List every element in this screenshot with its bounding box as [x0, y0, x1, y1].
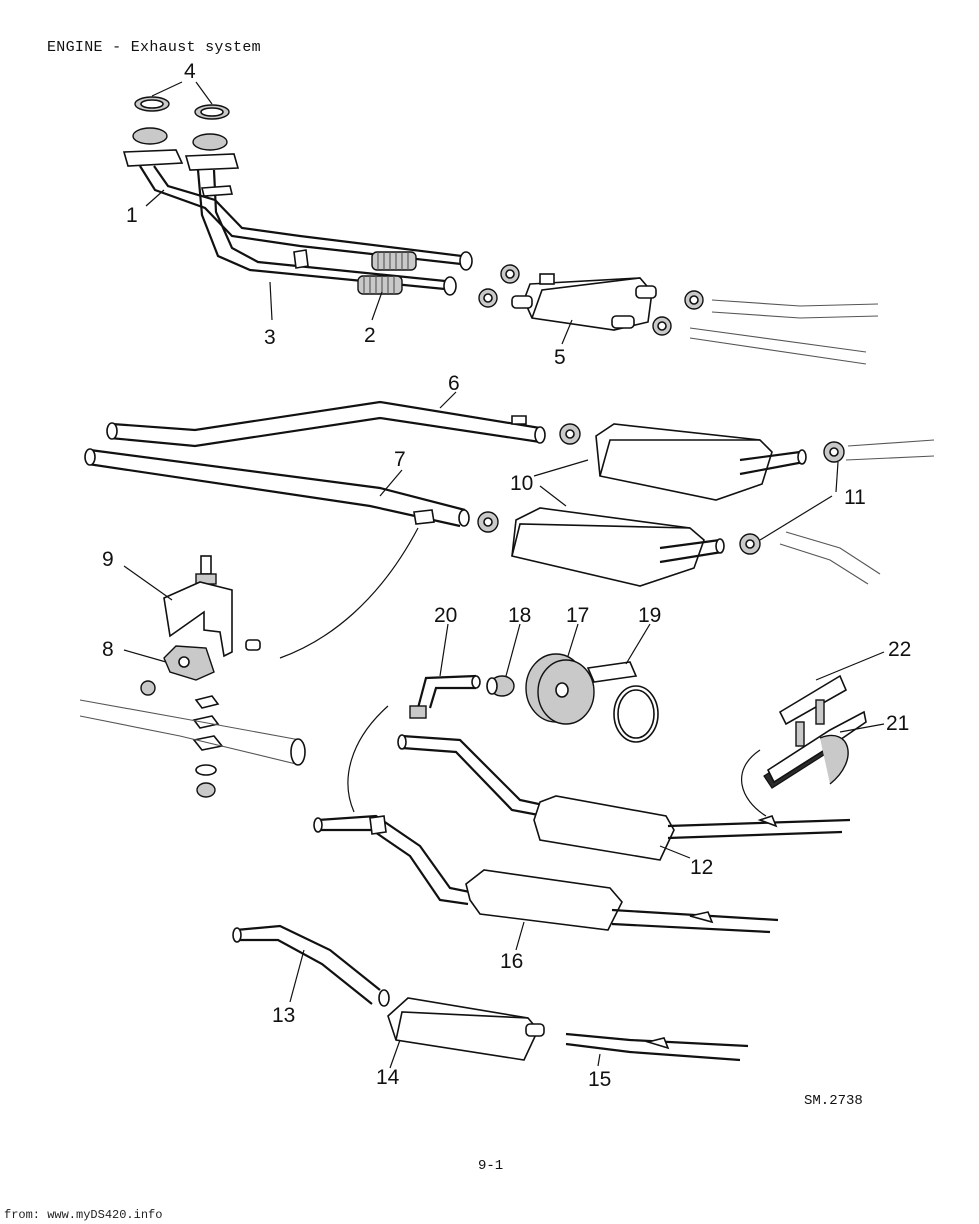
source-footer: from: www.myDS420.info: [4, 1208, 163, 1222]
figure-reference: SM.2738: [804, 1093, 863, 1109]
callout-17: 17: [566, 604, 589, 627]
callout-18: 18: [508, 604, 531, 627]
callout-numbers: 1 2 3 4 5 6 7 8 9 10 11 12 13 14 15 16 1…: [102, 60, 911, 1091]
rubber-mounting-group: [79, 555, 306, 798]
callout-13: 13: [272, 1004, 295, 1027]
callout-10: 10: [510, 472, 533, 495]
hanger-components: [409, 653, 867, 817]
rear-exhaust-variants: [232, 705, 851, 1062]
callout-20: 20: [434, 604, 457, 627]
rear-silencers-pair: [477, 423, 935, 587]
callout-4: 4: [184, 60, 196, 83]
callout-11: 11: [844, 486, 866, 509]
callout-15: 15: [588, 1068, 611, 1091]
callout-16: 16: [500, 950, 523, 973]
callout-19: 19: [638, 604, 661, 627]
front-down-pipes: [122, 96, 473, 296]
callout-22: 22: [888, 638, 911, 661]
callout-12: 12: [690, 856, 713, 879]
page-number: 9-1: [478, 1158, 504, 1174]
callout-9: 9: [102, 548, 114, 571]
callout-21: 21: [886, 712, 909, 735]
intermediate-silencer-assembly: [478, 264, 879, 365]
callout-1: 1: [126, 204, 138, 227]
callout-14: 14: [376, 1066, 400, 1089]
callout-8: 8: [102, 638, 114, 661]
callout-leaders: [123, 81, 885, 1069]
callout-3: 3: [264, 326, 276, 349]
page-title: ENGINE - Exhaust system: [47, 39, 261, 56]
flexible-bellows-section: [357, 251, 417, 295]
callout-5: 5: [554, 346, 566, 369]
callout-2: 2: [364, 324, 376, 347]
callout-6: 6: [448, 372, 460, 395]
callout-7: 7: [394, 448, 406, 471]
intermediate-pipes: [84, 400, 546, 659]
